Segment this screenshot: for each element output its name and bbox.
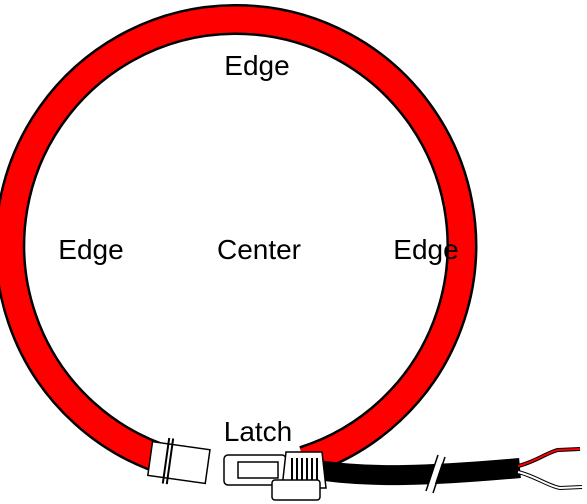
label-edge-right: Edge [393, 234, 458, 265]
cable-wires [518, 449, 582, 488]
label-edge-top: Edge [224, 50, 289, 81]
output-cable [318, 468, 520, 475]
coil-end-cap [147, 436, 211, 490]
label-latch: Latch [224, 416, 293, 447]
label-edge-left: Edge [58, 234, 123, 265]
label-center: Center [217, 234, 301, 265]
latch-connector [224, 452, 326, 500]
